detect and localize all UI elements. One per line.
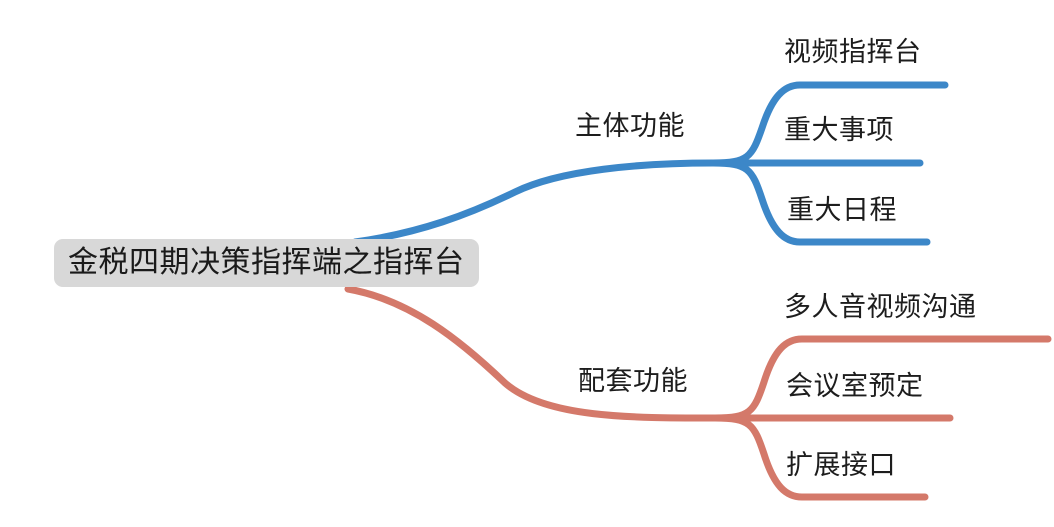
- leaf-label-multi-party-av-communication[interactable]: 多人音视频沟通: [784, 292, 977, 322]
- leaf-label-major-matters[interactable]: 重大事项: [784, 115, 894, 145]
- leaf-label-extension-interface[interactable]: 扩展接口: [786, 450, 896, 480]
- leaf-label-major-schedule[interactable]: 重大日程: [787, 195, 897, 225]
- connector-support-to-extension-interface: [711, 414, 929, 501]
- connector-main-to-major-schedule: [709, 159, 931, 246]
- branch-label-supporting-functions[interactable]: 配套功能: [578, 366, 688, 396]
- leaf-label-video-command-desk[interactable]: 视频指挥台: [784, 37, 922, 67]
- connector-root-to-main-functions: [351, 159, 717, 246]
- branch-label-main-functions[interactable]: 主体功能: [575, 111, 685, 141]
- connector-root-to-supporting-functions: [344, 285, 719, 422]
- leaf-label-meeting-room-booking[interactable]: 会议室预定: [786, 371, 924, 401]
- root-node[interactable]: 金税四期决策指挥端之指挥台: [54, 239, 479, 287]
